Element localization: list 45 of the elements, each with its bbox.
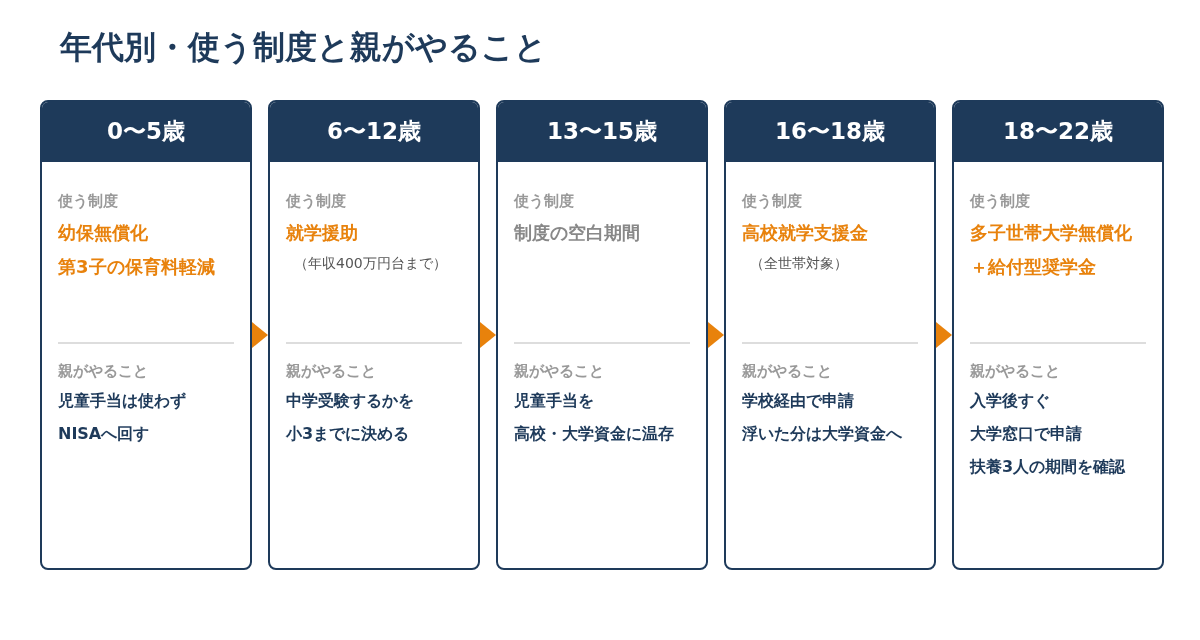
arrow <box>936 322 952 348</box>
section-label: 親がやること <box>514 362 604 381</box>
action-text: 扶養3人の期間を確認 <box>970 457 1126 478</box>
section-label: 親がやること <box>286 362 376 381</box>
section-label: 使う制度 <box>742 192 802 211</box>
section-label: 親がやること <box>742 362 832 381</box>
action-text: 小3までに決める <box>286 424 410 445</box>
section-label: 使う制度 <box>514 192 574 211</box>
age-heading: 16〜18歳 <box>726 102 934 162</box>
program-name: 高校就学支援金 <box>742 221 868 245</box>
action-text: 大学窓口で申請 <box>970 424 1082 445</box>
arrow <box>480 322 496 348</box>
section-label: 使う制度 <box>58 192 118 211</box>
stage-card <box>496 100 708 570</box>
stage-card <box>724 100 936 570</box>
action-text: 高校・大学資金に温存 <box>514 424 674 445</box>
stage-card <box>40 100 252 570</box>
section-label: 使う制度 <box>286 192 346 211</box>
title: 年代別・使う制度と親がやること <box>60 27 547 68</box>
program-name: 就学援助 <box>286 221 358 245</box>
program-name: ＋給付型奨学金 <box>970 255 1096 279</box>
arrow <box>708 322 724 348</box>
stage-card <box>268 100 480 570</box>
action-text: 学校経由で申請 <box>742 391 854 412</box>
action-text: 児童手当を <box>514 391 594 412</box>
age-heading: 18〜22歳 <box>954 102 1162 162</box>
program-note: （全世帯対象） <box>750 255 848 273</box>
action-text: 入学後すぐ <box>970 391 1050 412</box>
action-text: 児童手当は使わず <box>58 391 186 412</box>
section-label: 使う制度 <box>970 192 1030 211</box>
arrow <box>252 322 268 348</box>
program-name: 制度の空白期間 <box>514 221 640 245</box>
age-heading: 13〜15歳 <box>498 102 706 162</box>
stage-card <box>952 100 1164 570</box>
age-heading: 6〜12歳 <box>270 102 478 162</box>
program-note: （年収400万円台まで） <box>294 255 447 273</box>
program-name: 第3子の保育料軽減 <box>58 255 215 279</box>
program-name: 幼保無償化 <box>58 221 148 245</box>
action-text: 浮いた分は大学資金へ <box>742 424 902 445</box>
section-label: 親がやること <box>58 362 148 381</box>
action-text: 中学受験するかを <box>286 391 414 412</box>
age-heading: 0〜5歳 <box>42 102 250 162</box>
program-name: 多子世帯大学無償化 <box>970 221 1132 245</box>
section-label: 親がやること <box>970 362 1060 381</box>
action-text: NISAへ回す <box>58 424 150 445</box>
